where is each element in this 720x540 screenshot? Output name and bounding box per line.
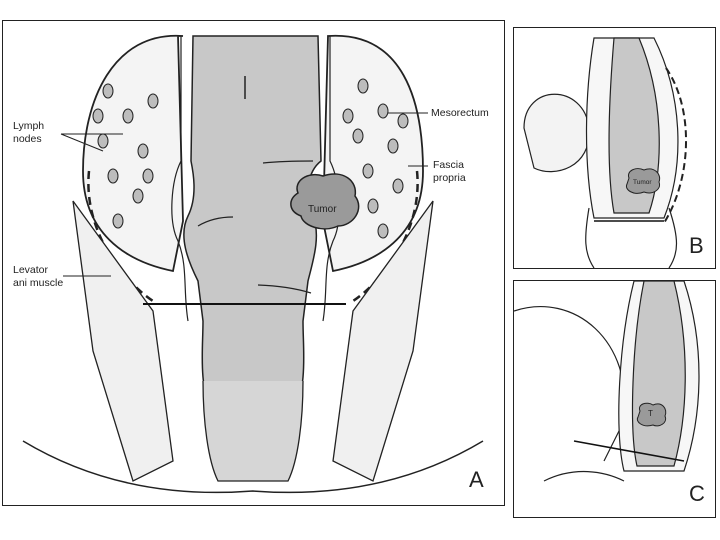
panel-b-illustration <box>514 28 716 269</box>
anal-canal <box>203 381 303 481</box>
panel-c-letter: C <box>689 481 705 507</box>
bladder <box>524 94 589 171</box>
panel-b: Tumor B <box>513 27 716 269</box>
lymph-node <box>378 224 388 238</box>
lymph-node <box>358 79 368 93</box>
panel-c: T C <box>513 280 716 518</box>
lymph-node <box>393 179 403 193</box>
tumor-label-a: Tumor <box>308 204 337 215</box>
lymph-node <box>353 129 363 143</box>
panel-c-illustration <box>514 281 716 518</box>
rectal-lumen <box>184 36 321 421</box>
lymph-node <box>148 94 158 108</box>
lymph-node <box>143 169 153 183</box>
lymph-node <box>363 164 373 178</box>
lymph-node <box>98 134 108 148</box>
prostate-outline <box>544 472 624 481</box>
lymph-node <box>133 189 143 203</box>
lymph-node <box>93 109 103 123</box>
mesorectum-label: Mesorectum <box>431 107 489 120</box>
panel-a-letter: A <box>469 467 484 493</box>
levator-ani-label: Levator ani muscle <box>13 264 63 289</box>
lymph-node <box>388 139 398 153</box>
tumor-label-c: T <box>648 409 653 418</box>
peritoneal-line <box>514 307 625 461</box>
lymph-nodes-label: Lymph nodes <box>13 120 44 145</box>
lymph-node <box>103 84 113 98</box>
lymph-node <box>398 114 408 128</box>
panel-a: Lymph nodes Mesorectum Fascia propria Tu… <box>2 20 505 506</box>
lymph-node <box>123 109 133 123</box>
lymph-node <box>113 214 123 228</box>
lymph-node <box>138 144 148 158</box>
panel-a-illustration <box>3 21 505 506</box>
lymph-node <box>108 169 118 183</box>
rectum-c <box>633 281 686 466</box>
lymph-node <box>343 109 353 123</box>
tumor-label-b: Tumor <box>633 179 652 186</box>
panel-b-letter: B <box>689 233 704 259</box>
lymph-node <box>378 104 388 118</box>
lymph-node <box>368 199 378 213</box>
fascia-propria-label: Fascia propria <box>433 159 466 184</box>
